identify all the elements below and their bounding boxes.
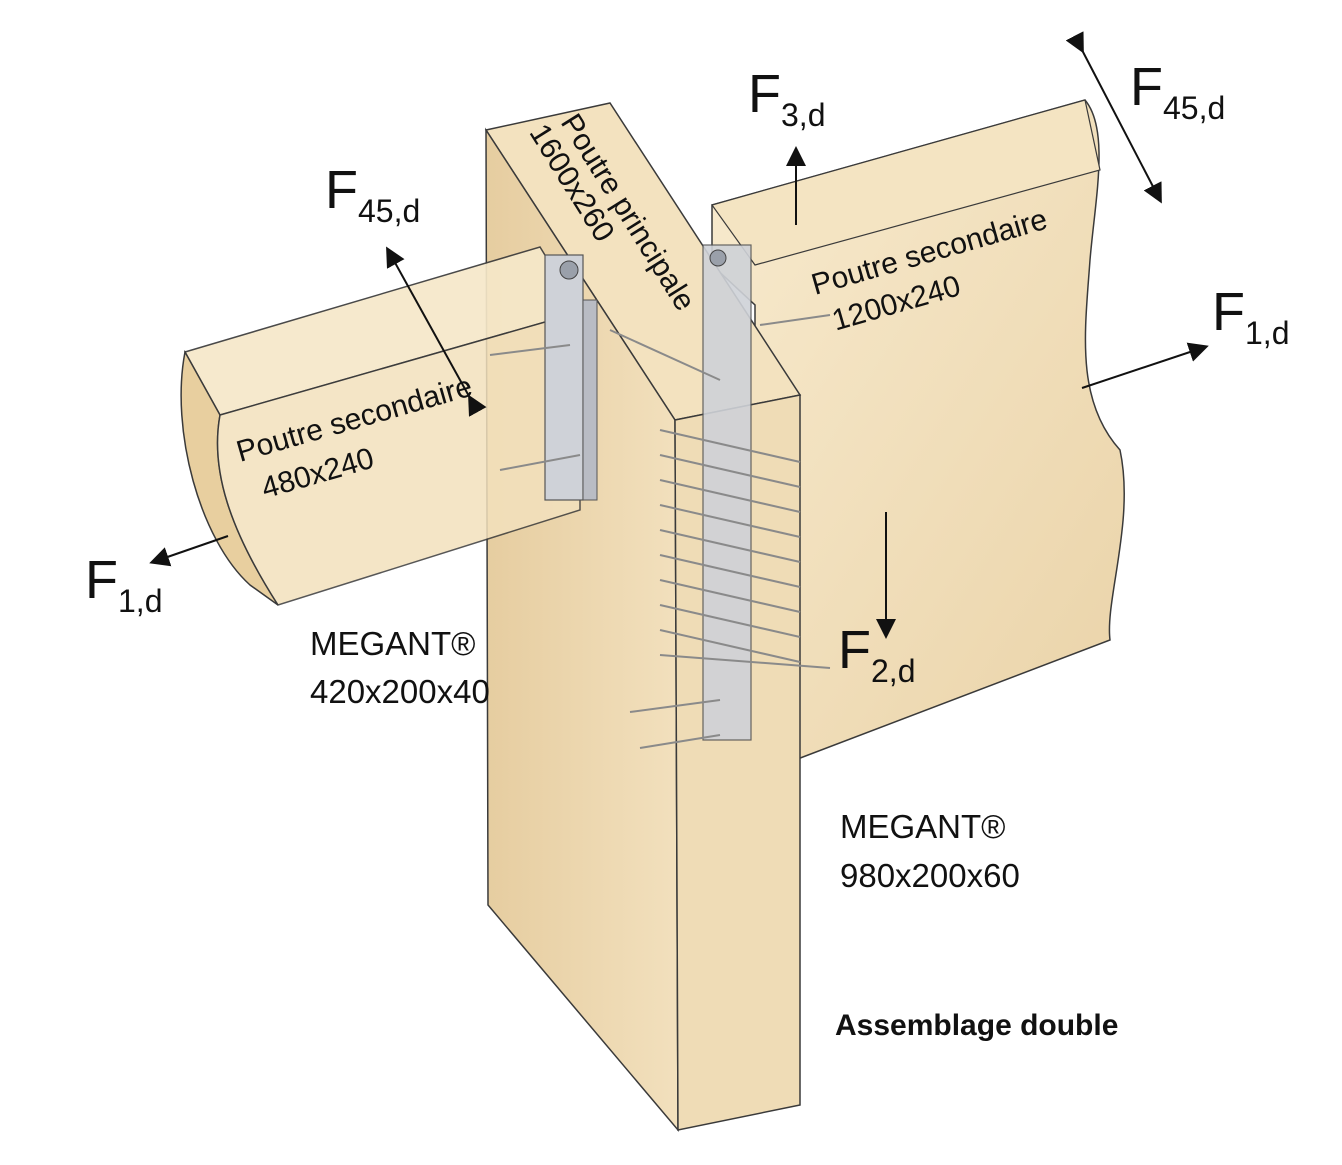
diagram-title: Assemblage double [835, 1009, 1118, 1042]
force-label-f3: F3,d [748, 64, 825, 133]
force-label-f2: F2,d [838, 620, 915, 689]
connector-left-dims: 420x200x40 [310, 673, 490, 710]
connector-right-name: MEGANT® [840, 808, 1005, 845]
secondary-beam-right [711, 99, 1125, 762]
connector-left-name: MEGANT® [310, 625, 475, 662]
force-arrows [149, 31, 1209, 639]
force-label-f45-left: F45,d [325, 160, 420, 229]
force-label-f1-left: F1,d [85, 550, 162, 619]
connector-right-dims: 980x200x60 [840, 857, 1020, 894]
arrow-f45-top [1065, 31, 1162, 204]
force-label-f1-right: F1,d [1212, 282, 1289, 351]
force-label-f45-top: F45,d [1130, 57, 1225, 126]
screws [489, 314, 831, 749]
connector-plate-left [544, 254, 598, 501]
arrow-f1-right [1081, 342, 1209, 389]
arrow-f1-left [149, 535, 229, 567]
arrow-f45-left [386, 246, 487, 417]
